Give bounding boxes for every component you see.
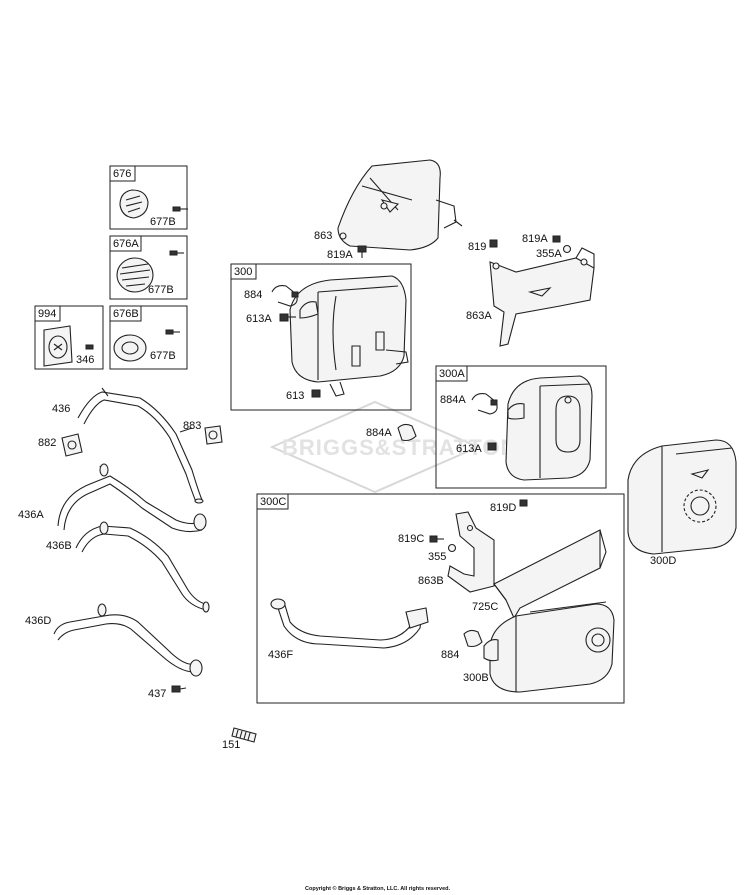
box-300A-label: 300A [439, 368, 465, 380]
label-819A-1: 819A [327, 249, 353, 261]
label-884A-2: 884A [366, 427, 392, 439]
box-994-label: 994 [38, 308, 56, 320]
screw-613A-1 [279, 313, 296, 322]
label-436: 436 [52, 403, 70, 415]
exhaust-pipe-436 [77, 387, 204, 504]
label-346: 346 [76, 354, 94, 366]
label-884: 884 [244, 289, 262, 301]
exhaust-pipe-436B [75, 521, 210, 613]
label-863A: 863A [466, 310, 492, 322]
deflector-assembly [43, 325, 73, 367]
screw-819D [519, 499, 528, 507]
clamp-884 [271, 285, 299, 307]
screw-677B-1 [172, 206, 188, 212]
heat-shield-863 [337, 159, 463, 251]
box-676: 676 677B [109, 165, 188, 230]
box-300-label: 300 [234, 266, 252, 278]
box-676-label: 676 [113, 168, 131, 180]
label-613: 613 [286, 390, 304, 402]
screw-819C [429, 535, 444, 543]
screw-677B-2 [169, 250, 184, 256]
label-300B: 300B [463, 672, 489, 684]
label-725C: 725C [472, 601, 498, 613]
screw-819 [489, 239, 498, 248]
label-436A: 436A [18, 509, 44, 521]
muffler-300 [289, 275, 409, 397]
copyright-text: Copyright © Briggs & Stratton, LLC. All … [305, 885, 451, 892]
box-300C: 300C 819D 819C 355 863B 725C [256, 493, 625, 704]
label-355: 355 [428, 551, 446, 563]
label-863: 863 [314, 230, 332, 242]
exhaust-pipe-436D [53, 603, 203, 677]
muffler-300B [483, 601, 615, 693]
clamp-884A-1 [471, 393, 498, 415]
label-355A: 355A [536, 248, 562, 260]
label-677B-2: 677B [148, 284, 174, 296]
screw-819A-2 [552, 235, 561, 243]
bracket-863B [447, 511, 495, 593]
label-613A-1: 613A [246, 313, 272, 325]
label-819D: 819D [490, 502, 516, 514]
label-863B: 863B [418, 575, 444, 587]
box-676A: 676A 677B [109, 235, 188, 300]
clamp-884A-2 [397, 423, 417, 442]
box-676A-label: 676A [113, 238, 139, 250]
spark-arrestor-cover [119, 189, 149, 219]
watermark: BRIGGS&STRATTON [269, 400, 517, 494]
label-819A-2: 819A [522, 233, 548, 245]
clamp-884-2 [463, 629, 483, 648]
heat-shield-725C [493, 529, 607, 620]
box-994: 994 346 [34, 305, 104, 370]
label-437: 437 [148, 688, 166, 700]
label-883: 883 [183, 420, 201, 432]
screw-613 [311, 389, 321, 398]
label-882: 882 [38, 437, 56, 449]
screw-677B-3 [165, 329, 180, 335]
muffler-guard-300D [627, 439, 737, 555]
box-676B-label: 676B [113, 308, 139, 320]
screw-437 [171, 685, 187, 693]
screw-346 [85, 344, 94, 350]
label-436D: 436D [25, 615, 51, 627]
label-884-2: 884 [441, 649, 459, 661]
washer-355 [447, 543, 457, 553]
bracket-863A [489, 247, 595, 347]
label-613A-2: 613A [456, 443, 482, 455]
label-884A-1: 884A [440, 394, 466, 406]
label-677B-3: 677B [150, 350, 176, 362]
label-151: 151 [222, 739, 240, 751]
screw-819A-1 [357, 245, 367, 258]
exhaust-pipe-436F [270, 598, 429, 649]
label-677B-1: 677B [150, 216, 176, 228]
cover-plate [113, 334, 147, 362]
label-300D: 300D [650, 555, 676, 567]
label-819C: 819C [398, 533, 424, 545]
box-676B: 676B 677B [109, 305, 188, 370]
watermark-text: BRIGGS&STRATTON [282, 435, 517, 460]
label-819: 819 [468, 241, 486, 253]
gasket-883 [204, 425, 223, 445]
gasket-882 [61, 433, 83, 457]
exhaust-pipe-436A [57, 463, 207, 533]
stud-151 [231, 727, 257, 743]
label-436F: 436F [268, 649, 293, 661]
screw-613A-2 [487, 442, 497, 451]
label-436B: 436B [46, 540, 72, 552]
box-300C-label: 300C [260, 496, 286, 508]
screen-cover [116, 257, 154, 293]
box-300A: 300A 884A 613A [435, 365, 607, 489]
box-300: 300 884 613A 613 [230, 263, 412, 411]
muffler-300A [505, 375, 593, 481]
washer-355A [562, 244, 572, 254]
